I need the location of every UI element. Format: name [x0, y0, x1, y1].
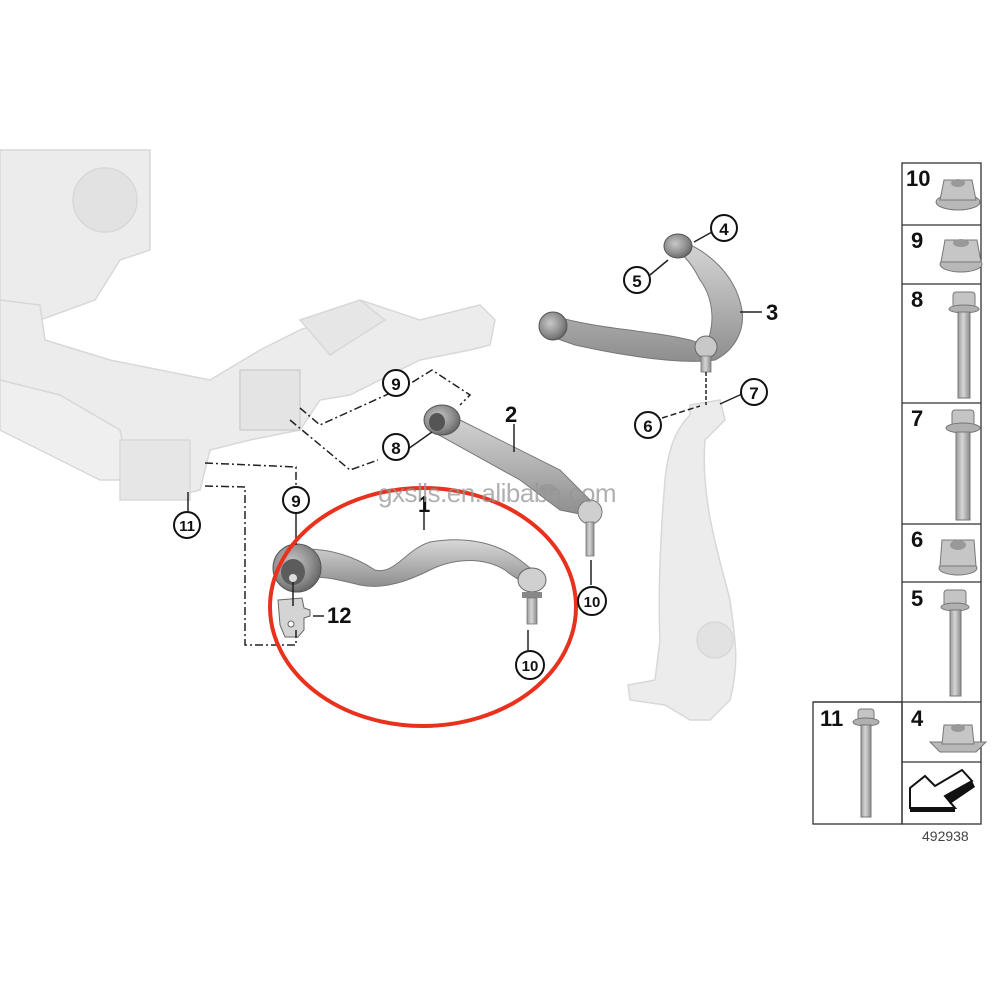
- watermark-text: gxslls.en.alibaba.com: [378, 478, 617, 508]
- label-part-3[interactable]: 3: [766, 300, 778, 325]
- callout-6[interactable]: 6: [634, 411, 662, 439]
- tension-strut-part-2[interactable]: [423, 404, 603, 557]
- svg-text:9: 9: [291, 492, 300, 511]
- collar-nut-icon-6[interactable]: [938, 539, 978, 576]
- svg-text:5: 5: [632, 272, 641, 291]
- table-label-11: 11: [820, 706, 844, 731]
- steering-knuckle: [627, 399, 737, 721]
- callout-11[interactable]: 11: [173, 511, 201, 539]
- subframe: [0, 149, 496, 501]
- label-part-12[interactable]: 12: [327, 603, 351, 628]
- table-label-8: 8: [911, 287, 924, 312]
- svg-text:7: 7: [749, 384, 758, 403]
- svg-text:10: 10: [522, 658, 539, 675]
- flange-nut-icon-10[interactable]: [935, 179, 981, 211]
- bracket-part-12[interactable]: [277, 582, 311, 638]
- upper-control-arm-part-3[interactable]: [538, 233, 744, 373]
- callout-9-lower[interactable]: 9: [282, 486, 310, 514]
- diagram-id-number: 492938: [922, 828, 969, 844]
- svg-text:10: 10: [584, 594, 601, 611]
- svg-text:4: 4: [719, 220, 729, 239]
- label-part-2[interactable]: 2: [505, 402, 517, 427]
- screw-bolt-icon-11[interactable]: [852, 708, 880, 818]
- svg-text:8: 8: [391, 439, 400, 458]
- table-label-4: 4: [911, 706, 924, 731]
- callout-9-upper[interactable]: 9: [382, 369, 410, 397]
- svg-text:6: 6: [643, 417, 652, 436]
- callouts: 9 8 9 11 5 4 7 6 10 10 1 2 3 12: [173, 214, 778, 680]
- callout-4[interactable]: 4: [710, 214, 738, 242]
- callout-7[interactable]: 7: [740, 378, 768, 406]
- table-label-9: 9: [911, 228, 924, 253]
- svg-text:9: 9: [391, 375, 400, 394]
- hex-bolt-icon-8[interactable]: [948, 291, 980, 399]
- highlight-ellipse: [268, 486, 578, 728]
- control-arm-part-1[interactable]: [272, 539, 547, 625]
- table-label-6: 6: [911, 527, 924, 552]
- callout-5[interactable]: 5: [623, 266, 651, 294]
- hex-bolt-icon-5[interactable]: [940, 589, 970, 697]
- svg-text:11: 11: [179, 518, 195, 535]
- callout-8[interactable]: 8: [382, 433, 410, 461]
- callout-10-lower[interactable]: 10: [515, 650, 545, 680]
- torx-bolt-icon-7[interactable]: [945, 409, 981, 521]
- label-part-1[interactable]: 1: [418, 492, 430, 517]
- cage-nut-icon-4[interactable]: [928, 724, 988, 753]
- table-label-10: 10: [906, 166, 931, 191]
- hex-nut-icon-9[interactable]: [939, 239, 983, 273]
- direction-arrow-icon: [909, 768, 975, 812]
- table-label-5: 5: [911, 586, 924, 611]
- leader-lines: [187, 231, 762, 650]
- callout-10-right[interactable]: 10: [577, 586, 607, 616]
- parts-table: [812, 162, 982, 825]
- table-label-7: 7: [911, 406, 924, 431]
